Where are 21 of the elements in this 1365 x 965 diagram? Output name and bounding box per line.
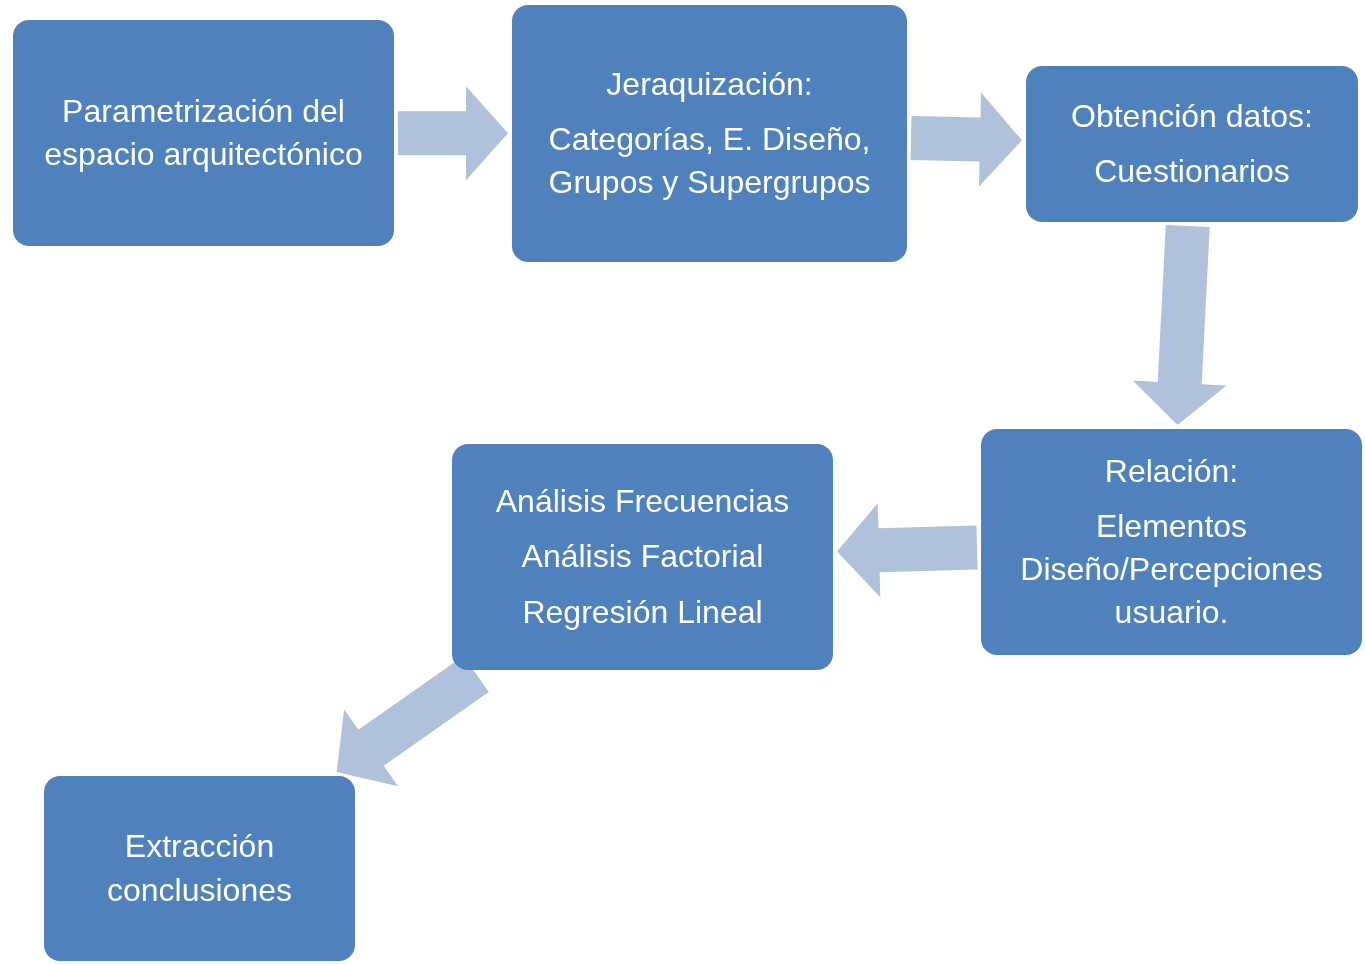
block-arrow xyxy=(1132,224,1227,425)
box-text: Categorías, E. Diseño, Grupos y Supergrupos xyxy=(547,119,872,203)
process-box xyxy=(13,20,394,246)
box-text: Análisis Factorial xyxy=(521,537,764,577)
process-box xyxy=(981,429,1362,655)
process-box xyxy=(44,776,355,961)
process-box xyxy=(512,5,907,262)
box-text: Obtención datos: xyxy=(1071,96,1313,136)
process-box xyxy=(1026,66,1358,222)
box-text: Elementos Diseño/Percepciones usuario. xyxy=(1019,506,1324,633)
box-text: Extracción conclusiones xyxy=(106,827,293,910)
box-text: Cuestionarios xyxy=(1094,152,1290,191)
box-text: Parametrización del espacio arquitectónico xyxy=(43,91,364,174)
box-text: Relación: xyxy=(1104,451,1239,491)
box-text: Jeraquización: xyxy=(606,64,813,104)
block-arrow xyxy=(837,503,978,598)
block-arrow xyxy=(398,86,508,181)
box-text: Análisis Frecuencias xyxy=(495,482,790,522)
process-box xyxy=(452,444,833,670)
box-text: Regresión Lineal xyxy=(522,592,763,632)
block-arrow xyxy=(910,92,1022,187)
